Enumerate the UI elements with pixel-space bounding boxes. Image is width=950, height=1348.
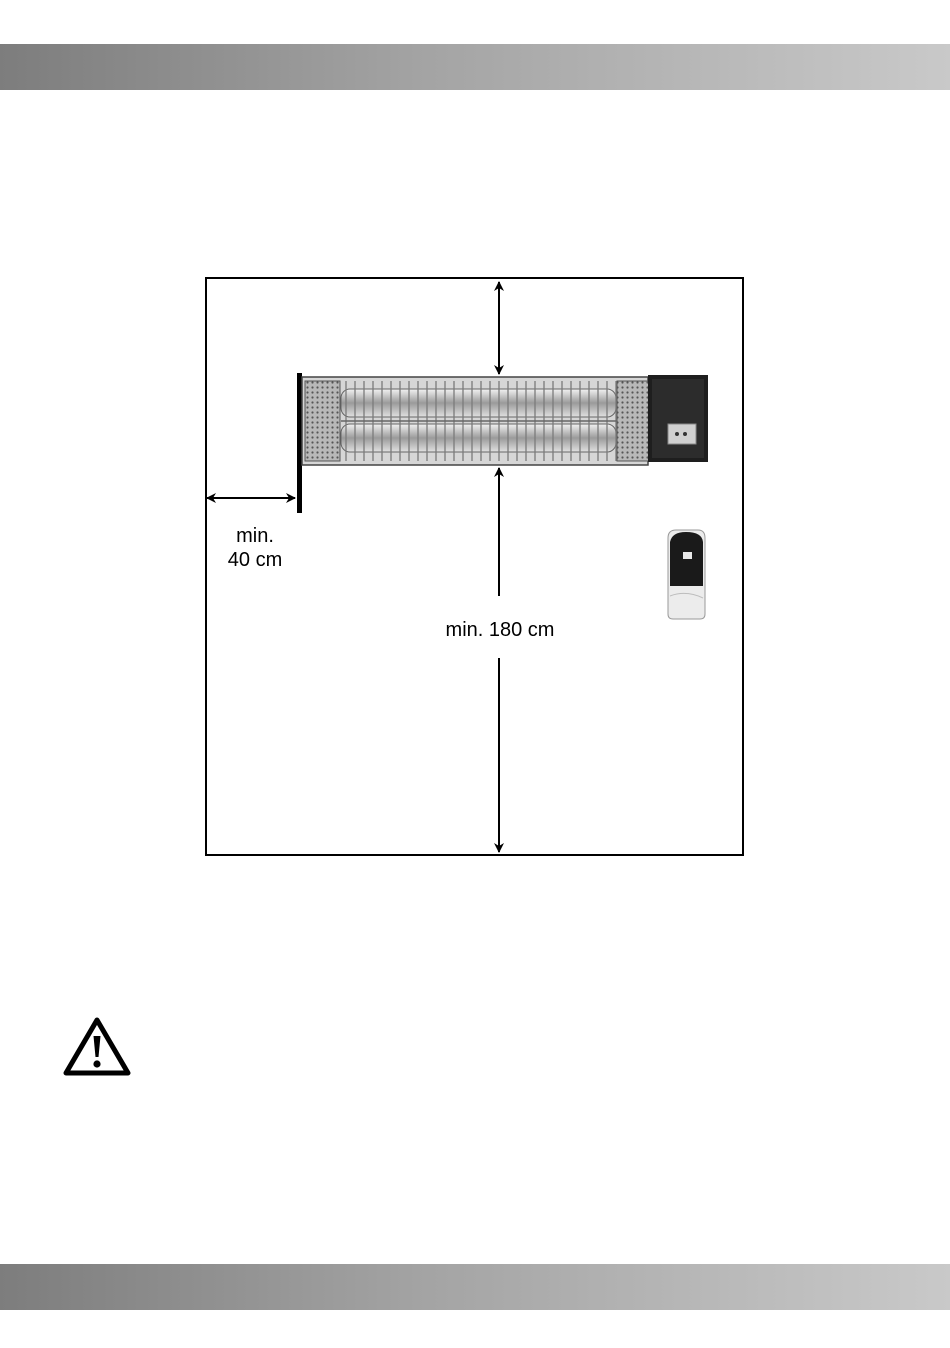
floor-clearance-label: min. 180 cm [420,618,580,642]
remote-control-icon [668,530,705,619]
heater-illustration [297,373,708,513]
heater-control-panel [668,424,696,444]
footer-band [0,1264,950,1310]
side-clearance-label: min. 40 cm [215,524,295,572]
side-clearance-label-line2: 40 cm [215,548,295,572]
side-clearance-label-line1: min. [215,524,295,548]
heater-side-panel-left [305,381,340,461]
warning-triangle-icon [62,1016,132,1078]
heater-side-panel-right [617,381,650,461]
